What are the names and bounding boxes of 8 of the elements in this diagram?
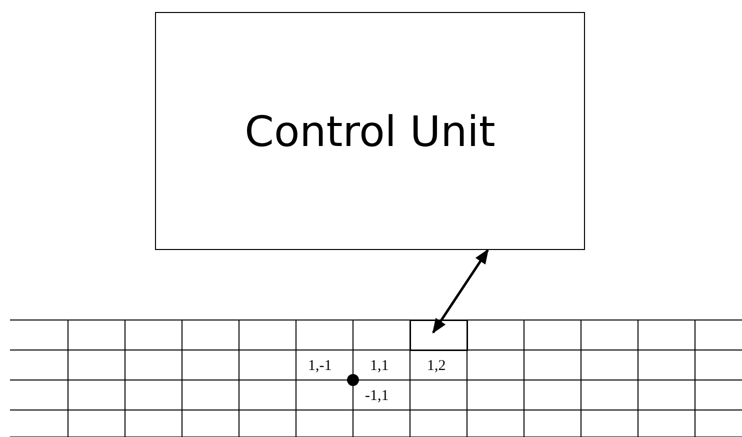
cell-label: 1,-1 bbox=[308, 357, 332, 375]
node-title: Control Unit bbox=[244, 106, 496, 156]
cell-label: 1,2 bbox=[427, 357, 446, 375]
cell-label: 1,1 bbox=[370, 357, 389, 375]
cell-label: -1,1 bbox=[365, 387, 389, 405]
tape-cell bbox=[410, 320, 468, 351]
control-unit-box bbox=[155, 12, 585, 250]
arrow bbox=[432, 248, 489, 334]
